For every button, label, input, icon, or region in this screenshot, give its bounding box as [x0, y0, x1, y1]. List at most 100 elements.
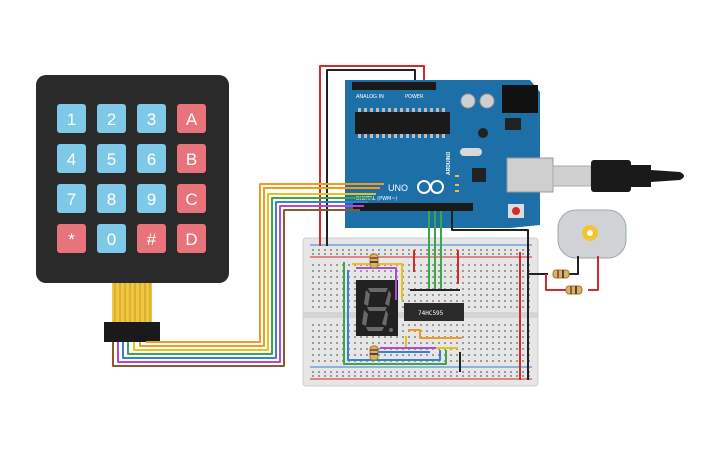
breadboard-hole [438, 342, 440, 344]
keypad-key-face[interactable] [137, 144, 166, 173]
breadboard-hole [330, 288, 332, 290]
shift-register-label: 74HC595 [418, 310, 444, 317]
breadboard-hole [330, 348, 332, 350]
breadboard-hole [462, 348, 464, 350]
breadboard-hole [468, 253, 470, 255]
breadboard-hole [498, 249, 500, 251]
wire-seg-c [352, 263, 403, 300]
breadboard-hole [336, 264, 338, 266]
breadboard-hole [414, 375, 416, 377]
breadboard-hole [504, 342, 506, 344]
breadboard-hole [516, 294, 518, 296]
breadboard-hole [462, 336, 464, 338]
keypad-key[interactable]: 9 [137, 184, 166, 213]
breadboard-hole [516, 264, 518, 266]
breadboard-hole [318, 264, 320, 266]
breadboard-hole [318, 354, 320, 356]
keypad-key-face[interactable] [97, 104, 126, 133]
breadboard-hole [366, 276, 368, 278]
breadboard-hole [492, 288, 494, 290]
capacitor-1 [460, 93, 476, 109]
breadboard-hole [522, 253, 524, 255]
keypad-key-face[interactable] [177, 184, 206, 213]
breadboard-hole [504, 371, 506, 373]
breadboard-hole [366, 371, 368, 373]
breadboard-hole [516, 249, 518, 251]
keypad-key-face[interactable] [137, 104, 166, 133]
keypad-key[interactable]: 4 [57, 144, 86, 173]
breadboard-hole [444, 342, 446, 344]
keypad-key-face[interactable] [57, 144, 86, 173]
keypad-key[interactable]: * [57, 224, 86, 253]
breadboard-hole [390, 249, 392, 251]
breadboard-hole [330, 306, 332, 308]
breadboard-hole [336, 342, 338, 344]
keypad-key[interactable]: D [177, 224, 206, 253]
breadboard-hole [456, 375, 458, 377]
keypad-key[interactable]: 8 [97, 184, 126, 213]
keypad-key-label: # [147, 230, 157, 249]
breadboard-hole [402, 253, 404, 255]
breadboard-hole [450, 249, 452, 251]
led-rx [455, 190, 459, 192]
keypad-key[interactable]: 0 [97, 224, 126, 253]
breadboard-hole [456, 330, 458, 332]
keypad-key-face[interactable] [97, 144, 126, 173]
keypad-key[interactable]: 6 [137, 144, 166, 173]
breadboard-hole [486, 253, 488, 255]
breadboard-hole [480, 360, 482, 362]
keypad-key[interactable]: B [177, 144, 206, 173]
keypad-key-face[interactable] [177, 104, 206, 133]
keypad-key-face[interactable] [177, 144, 206, 173]
keypad-key-face[interactable] [137, 224, 166, 253]
breadboard-hole [414, 371, 416, 373]
breadboard-hole [468, 348, 470, 350]
breadboard-hole [324, 360, 326, 362]
breadboard-hole [468, 360, 470, 362]
keypad-key[interactable]: # [137, 224, 166, 253]
breadboard-hole [468, 375, 470, 377]
breadboard-hole [480, 253, 482, 255]
keypad-key[interactable]: 7 [57, 184, 86, 213]
chip-pin [418, 108, 421, 112]
reset-button[interactable] [512, 207, 520, 215]
breadboard-hole [336, 253, 338, 255]
breadboard-hole [462, 276, 464, 278]
breadboard-hole [480, 282, 482, 284]
keypad-key-face[interactable] [177, 224, 206, 253]
breadboard-hole [330, 264, 332, 266]
keypad-key-face[interactable] [57, 184, 86, 213]
breadboard-hole [336, 360, 338, 362]
breadboard-hole [390, 354, 392, 356]
keypad-key-face[interactable] [137, 184, 166, 213]
breadboard-hole [390, 253, 392, 255]
breadboard-hole [324, 371, 326, 373]
chip-pin [358, 134, 361, 138]
keypad-key-face[interactable] [97, 184, 126, 213]
keypad-key[interactable]: 5 [97, 144, 126, 173]
arduino-board[interactable]: UNO ARDUINO ANALOG IN POWER DIGITAL (PWM… [345, 80, 554, 228]
breadboard-hole [408, 294, 410, 296]
breadboard-hole [408, 282, 410, 284]
keypad-key[interactable]: 1 [57, 104, 86, 133]
keypad-key-face[interactable] [57, 104, 86, 133]
resistors [369, 253, 583, 361]
keypad-key-face[interactable] [57, 224, 86, 253]
breadboard-hole [462, 253, 464, 255]
breadboard-hole [480, 342, 482, 344]
breadboard-hole [390, 342, 392, 344]
keypad-key[interactable]: 3 [137, 104, 166, 133]
breadboard-hole [396, 249, 398, 251]
breadboard-hole [354, 253, 356, 255]
wire-seg-a [347, 270, 441, 361]
keypad-key[interactable]: 2 [97, 104, 126, 133]
keypad-key[interactable]: C [177, 184, 206, 213]
breadboard-hole [378, 253, 380, 255]
breadboard-hole [522, 354, 524, 356]
breadboard-hole [354, 348, 356, 350]
breadboard-hole [414, 282, 416, 284]
keypad-key[interactable]: A [177, 104, 206, 133]
keypad-key-face[interactable] [97, 224, 126, 253]
breadboard-hole [360, 371, 362, 373]
